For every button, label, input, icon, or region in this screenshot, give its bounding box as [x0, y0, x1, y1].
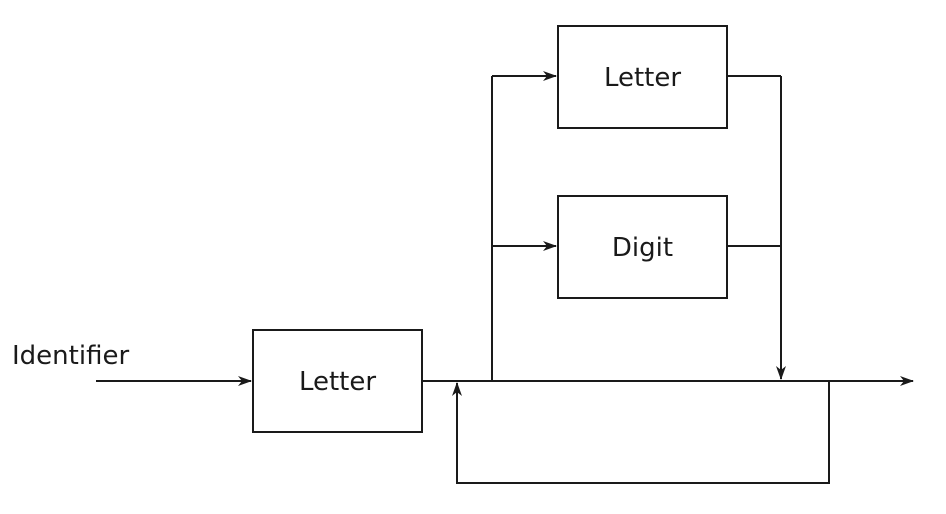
digit-label: Digit — [612, 233, 673, 263]
loop-letter-label: Letter — [604, 63, 681, 93]
entry-label: Identifier — [12, 341, 129, 371]
digit-node: Digit — [557, 195, 728, 299]
loop-letter-box — [557, 25, 728, 129]
digit-box — [557, 195, 728, 299]
first-letter-node: Letter — [252, 329, 423, 433]
repeat-loop-arrow — [452, 381, 830, 484]
loop-letter-node: Letter — [557, 25, 728, 129]
first-letter-label: Letter — [299, 367, 376, 397]
